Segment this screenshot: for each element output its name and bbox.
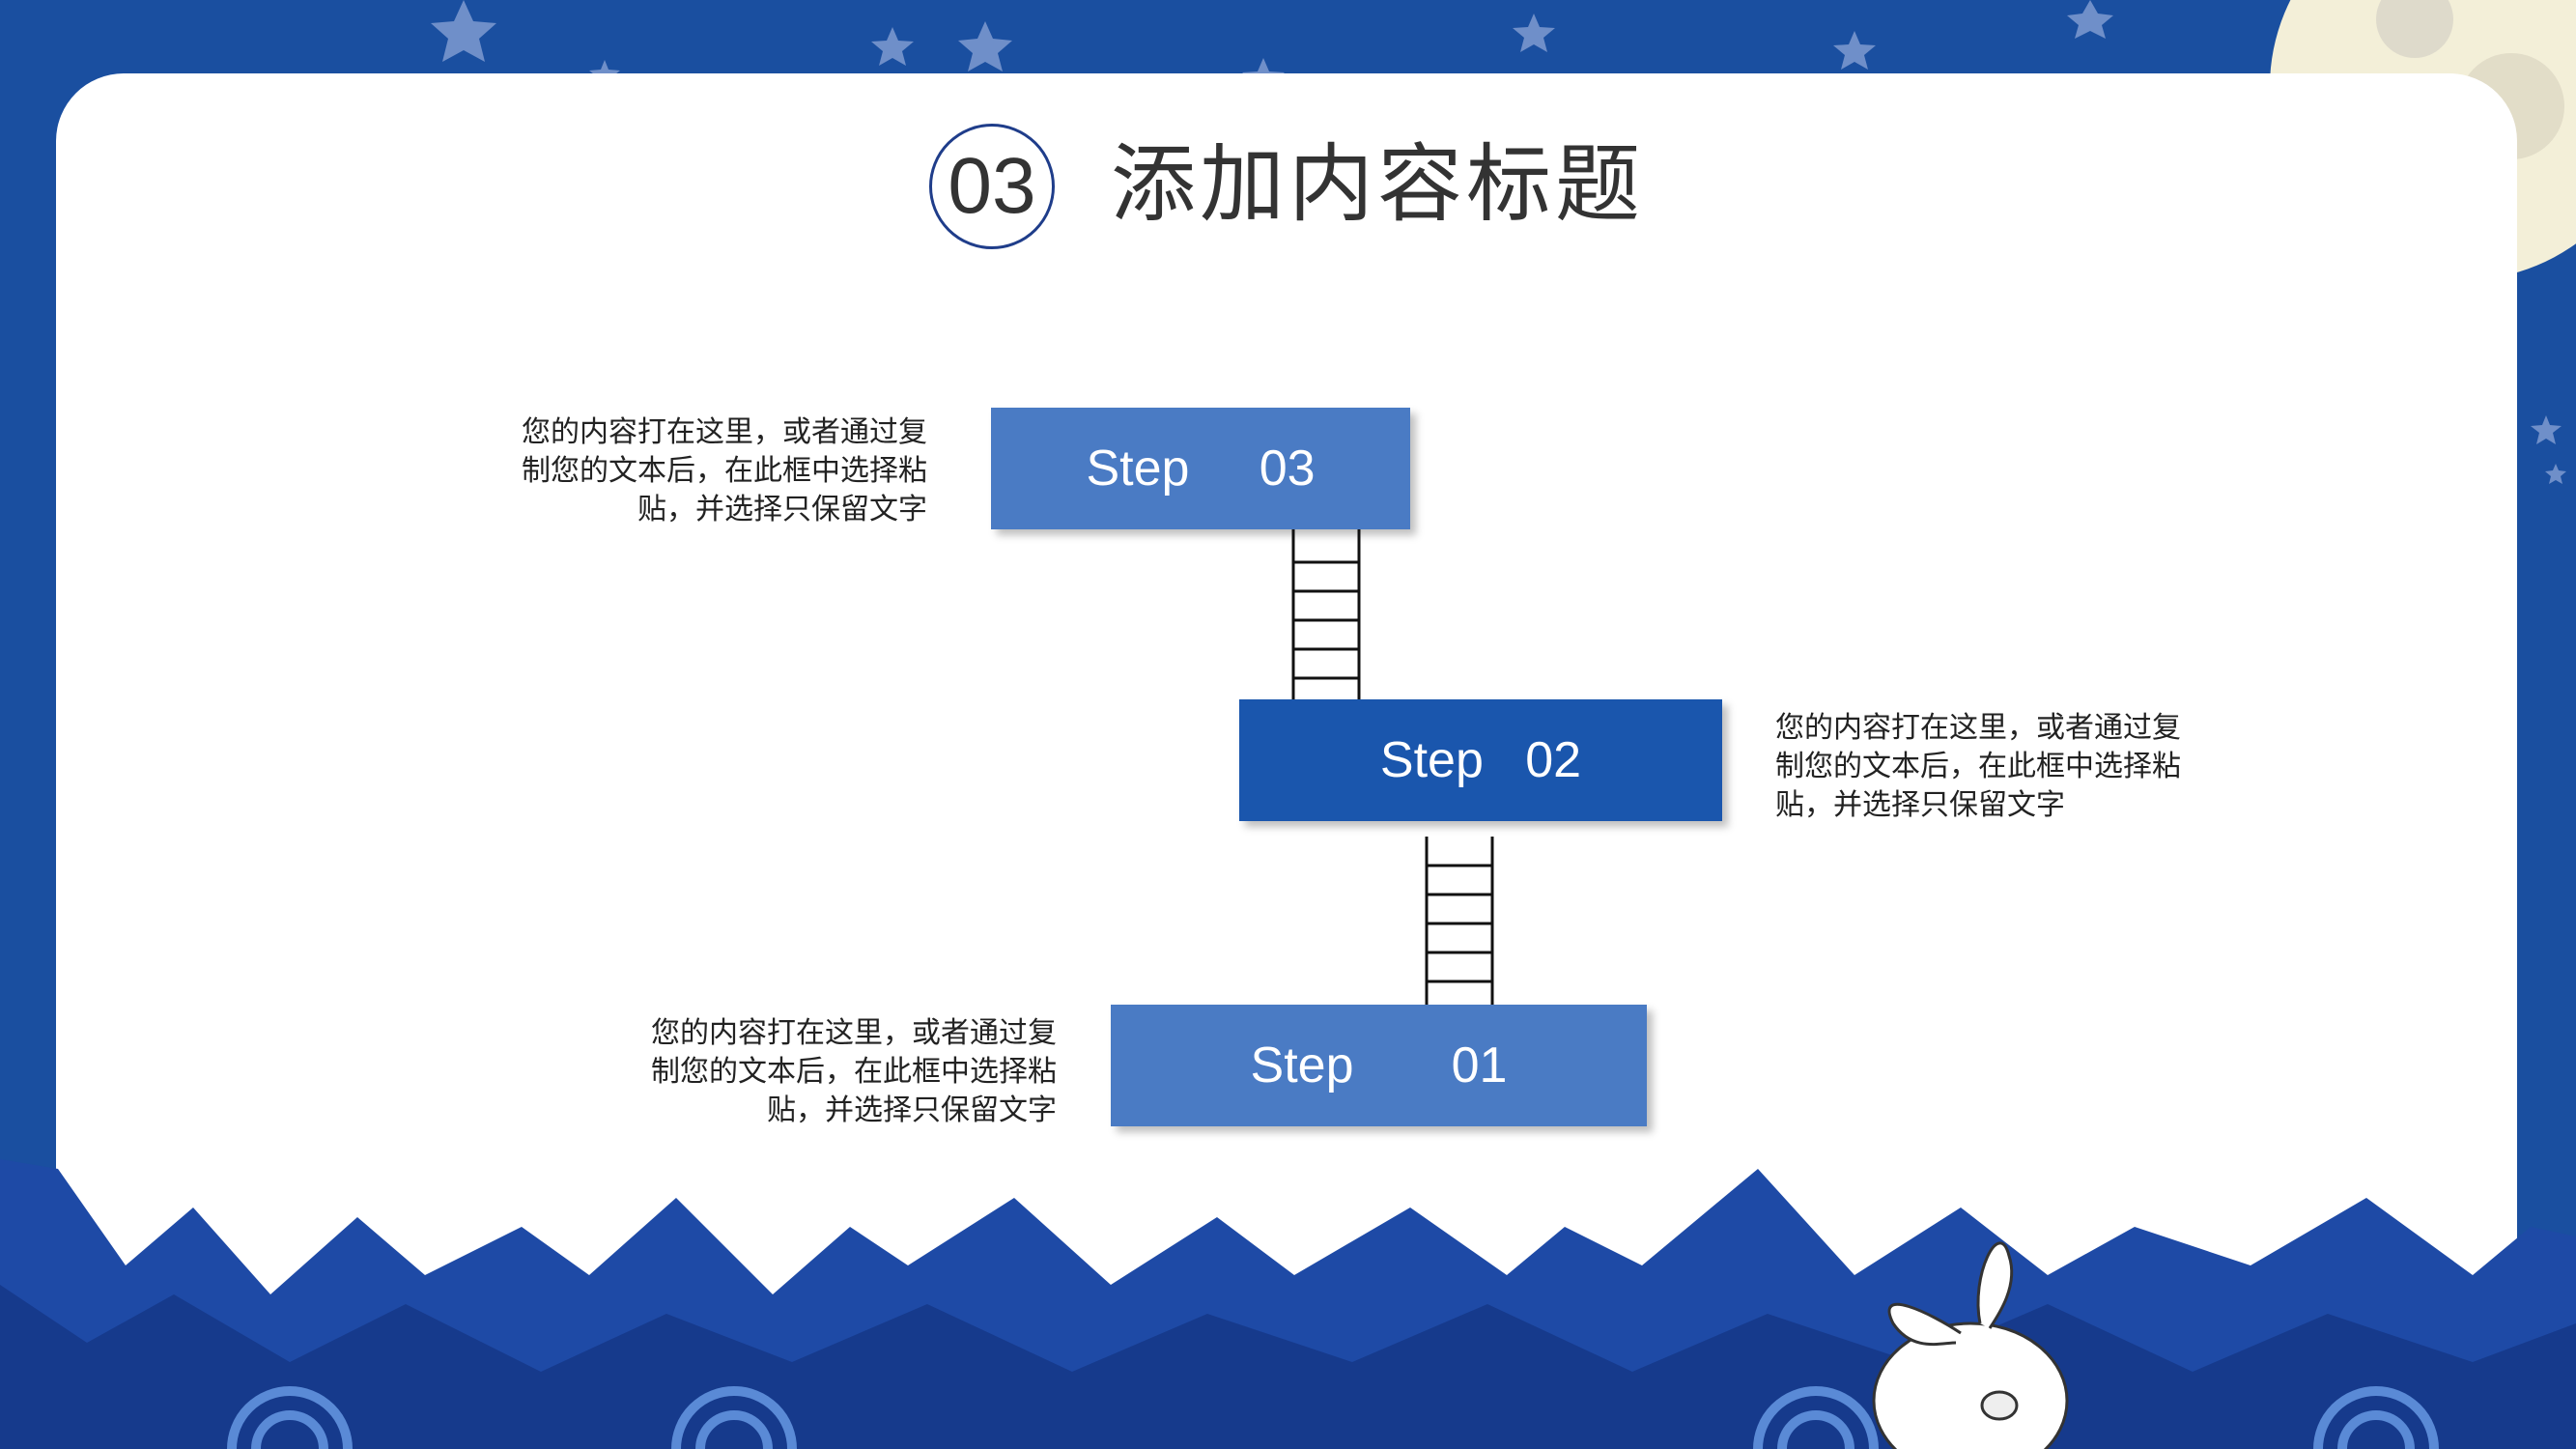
section-number-badge: 03	[929, 124, 1055, 249]
starry-sky	[0, 0, 2576, 77]
side-stars	[2517, 270, 2576, 560]
cloud-swirl-icon	[0, 1362, 2576, 1449]
page-title: 添加内容标题	[1111, 134, 1645, 234]
ladder-lower	[1424, 837, 1495, 1005]
step-03-number: 03	[1259, 440, 1316, 497]
step-02-description: 您的内容打在这里，或者通过复 制您的文本后，在此框中选择粘 贴，并选择只保留文字	[1775, 711, 2181, 822]
step-03-label: Step	[1086, 440, 1190, 497]
star-icon	[2531, 415, 2566, 484]
step-01-description: 您的内容打在这里，或者通过复 制您的文本后，在此框中选择粘 贴，并选择只保留文字	[651, 1016, 1057, 1127]
star-icon	[431, 0, 2113, 77]
ladder-upper	[1290, 529, 1362, 699]
step-03-description: 您的内容打在这里，或者通过复 制您的文本后，在此框中选择粘 贴，并选择只保留文字	[522, 415, 927, 526]
step-02-number: 02	[1525, 732, 1582, 788]
step-01-number: 01	[1451, 1037, 1508, 1094]
rabbit-icon	[1854, 1217, 2086, 1449]
step-01-label: Step	[1250, 1037, 1354, 1094]
step-03-box: Step 03	[991, 408, 1410, 529]
step-02-box: Step 02	[1239, 699, 1722, 821]
step-01-box: Step 01	[1111, 1005, 1647, 1126]
step-02-label: Step	[1379, 732, 1484, 788]
